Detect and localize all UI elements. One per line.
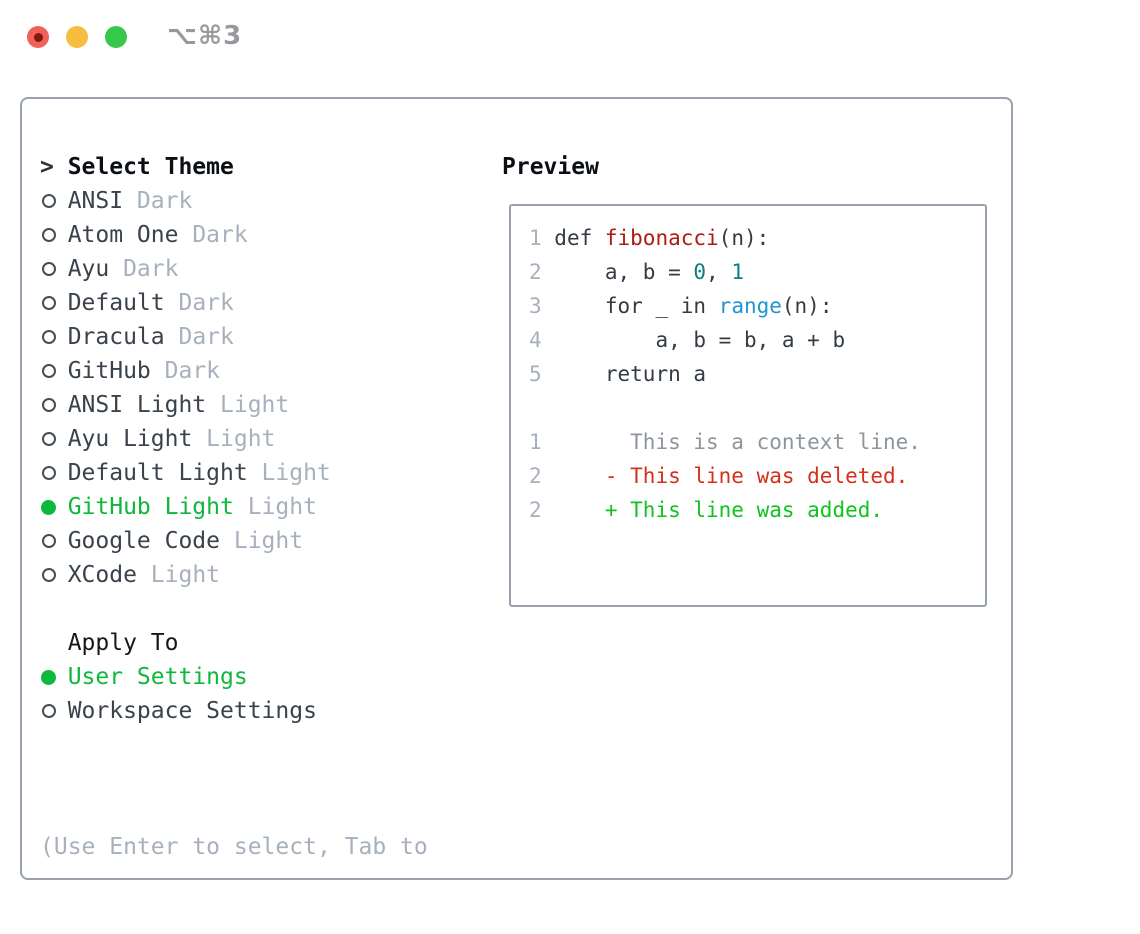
variant-tag: Dark <box>123 256 179 282</box>
theme-option-label: GitHub Light <box>67 494 234 520</box>
select-theme-header: > Select Theme <box>40 150 428 184</box>
preview-line <box>529 391 985 425</box>
theme-option-github[interactable]: GitHub Dark <box>40 354 428 388</box>
theme-option-dracula[interactable]: Dracula Dark <box>40 320 428 354</box>
radio-selected-icon <box>41 499 56 515</box>
preview-line: 2 + This line was added. <box>529 498 884 522</box>
theme-option-label: Ayu <box>67 256 110 282</box>
variant-tag: Dark <box>178 290 234 316</box>
radio-unselected-icon <box>42 228 56 242</box>
prompt-icon: > <box>40 154 54 180</box>
spacer <box>40 728 428 762</box>
variant-tag: Dark <box>136 188 193 214</box>
theme-option-label: GitHub <box>67 358 151 384</box>
select-theme-title: Select Theme <box>67 154 234 180</box>
traffic-lights <box>27 26 127 48</box>
theme-option-label: Dracula <box>67 324 165 350</box>
preview-line: 3 for _ in range(n): <box>529 294 833 318</box>
theme-option-default[interactable]: Default Dark <box>40 286 428 320</box>
variant-tag: Light <box>233 528 304 554</box>
spacer <box>40 592 428 626</box>
minimize-button[interactable] <box>66 26 88 48</box>
preview-line: 1 def fibonacci(n): <box>529 226 770 250</box>
theme-option-ansi-light[interactable]: ANSI Light Light <box>40 388 428 422</box>
radio-unselected-icon <box>42 432 56 446</box>
preview-line: 4 a, b = b, a + b <box>529 328 846 352</box>
theme-option-ayu-light[interactable]: Ayu Light Light <box>40 422 428 456</box>
theme-option-label: Atom One <box>67 222 179 248</box>
variant-tag: Light <box>206 426 276 452</box>
radio-unselected-icon <box>42 296 56 310</box>
preview-line: 1 This is a context line. <box>529 430 921 454</box>
theme-option-label: Ayu Light <box>67 426 193 452</box>
close-button[interactable] <box>27 26 49 48</box>
unsaved-dot-icon <box>33 32 43 42</box>
radio-selected-icon <box>41 669 56 685</box>
theme-option-label: XCode <box>67 562 137 588</box>
radio-unselected-icon <box>42 398 56 412</box>
theme-option-label: Default Light <box>67 460 248 486</box>
theme-option-default-light[interactable]: Default Light Light <box>40 456 428 490</box>
variant-tag: Dark <box>164 358 221 384</box>
variant-tag: Light <box>220 392 290 418</box>
radio-unselected-icon <box>42 262 56 276</box>
theme-option-atom-one[interactable]: Atom One Dark <box>40 218 428 252</box>
help-hint-line1: (Use Enter to select, Tab to <box>40 834 428 860</box>
radio-unselected-icon <box>42 330 56 344</box>
theme-option-label: ANSI <box>67 188 124 214</box>
variant-tag: Light <box>247 494 317 520</box>
theme-option-google-code[interactable]: Google Code Light <box>40 524 428 558</box>
radio-unselected-icon <box>42 568 56 582</box>
radio-unselected-icon <box>42 534 56 548</box>
variant-tag: Dark <box>192 222 248 248</box>
apply-option-workspace-settings[interactable]: Workspace Settings <box>40 694 428 728</box>
radio-unselected-icon <box>42 194 56 208</box>
theme-option-label: ANSI Light <box>67 392 207 418</box>
window-shortcut-label: ⌥⌘3 <box>167 21 243 51</box>
radio-unselected-icon <box>42 466 56 480</box>
variant-tag: Light <box>261 460 331 486</box>
preview-line: 2 a, b = 0, 1 <box>529 260 744 284</box>
preview-line: 5 return a <box>529 362 707 386</box>
apply-to-header: Apply To <box>40 626 428 660</box>
radio-unselected-icon <box>42 364 56 378</box>
apply-to-title: Apply To <box>67 630 179 656</box>
radio-unselected-icon <box>42 704 56 718</box>
theme-option-ayu[interactable]: Ayu Dark <box>40 252 428 286</box>
theme-option-label: Google Code <box>67 528 221 554</box>
preview-box: 1 def fibonacci(n): 2 a, b = 0, 1 3 for _ … <box>509 204 987 607</box>
preview-line: 2 - This line was deleted. <box>529 464 909 488</box>
help-hint: (Use Enter to select, Tab to change focu… <box>40 762 428 934</box>
variant-tag: Dark <box>178 324 234 350</box>
theme-option-label: Default <box>67 290 165 316</box>
preview-title: Preview <box>502 154 599 180</box>
apply-option-user-settings[interactable]: User Settings <box>40 660 428 694</box>
apply-option-label: User Settings <box>67 664 248 690</box>
theme-option-ansi[interactable]: ANSI Dark <box>40 184 428 218</box>
apply-option-label: Workspace Settings <box>67 698 317 724</box>
variant-tag: Light <box>150 562 221 588</box>
theme-option-xcode[interactable]: XCode Light <box>40 558 428 592</box>
theme-option-github-light[interactable]: GitHub Light Light <box>40 490 428 524</box>
zoom-button[interactable] <box>105 26 127 48</box>
